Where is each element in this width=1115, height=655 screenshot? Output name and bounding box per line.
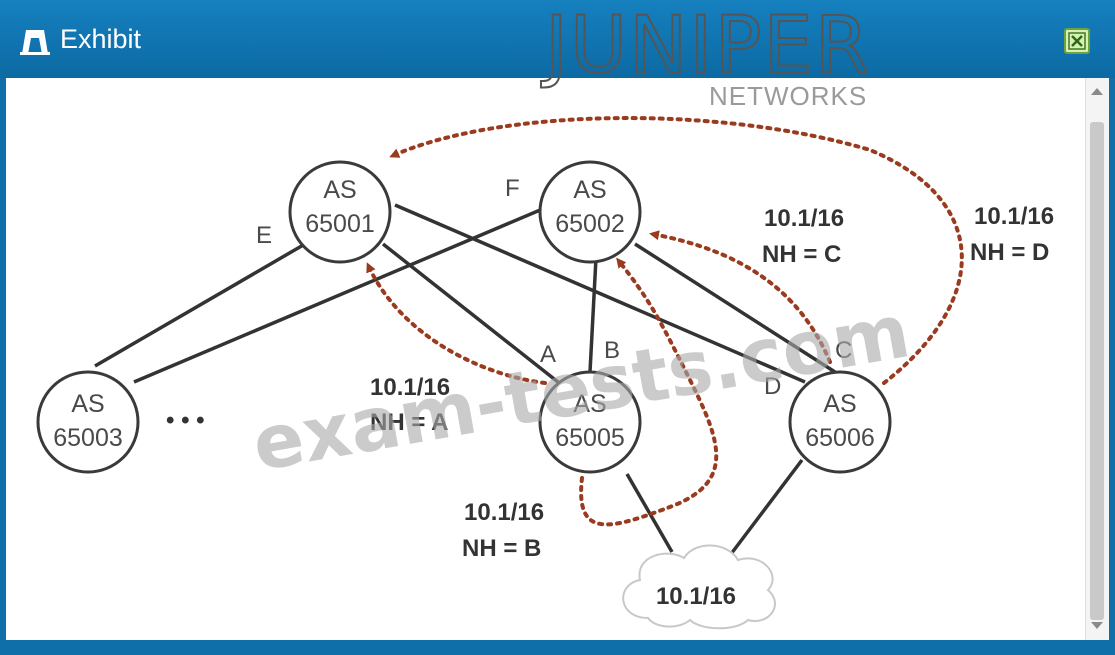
- logo-brand: JUNIPER: [540, 2, 871, 91]
- title-bar: Exhibit: [0, 0, 1115, 78]
- node-as65001: AS 65001: [288, 160, 392, 264]
- logo-sub: NETWORKS: [709, 81, 867, 111]
- iface-label-b: B: [604, 337, 620, 364]
- link-65001-65006: [394, 203, 806, 384]
- adv-b-prefix: 10.1/16: [464, 499, 544, 526]
- link-65001-65005: [381, 242, 560, 384]
- iface-label-a: A: [540, 341, 556, 368]
- iface-label-f: F: [505, 175, 520, 202]
- adv-c-nh: NH = C: [762, 241, 841, 268]
- ellipsis: • • •: [166, 407, 205, 434]
- juniper-logo: JUNIPER NETWORKS: [539, 2, 871, 111]
- scroll-thumb[interactable]: [1090, 122, 1104, 620]
- node-as65005-line2: 65005: [555, 424, 625, 452]
- link-65006-cloud: [726, 458, 804, 560]
- iface-label-c: C: [835, 337, 852, 364]
- cloud-prefix-label: 10.1/16: [656, 583, 736, 610]
- iface-label-e: E: [256, 222, 272, 249]
- node-as65005-line1: AS: [573, 390, 606, 418]
- advertisement-arrows: [366, 116, 964, 527]
- node-as65001-line2: 65001: [305, 210, 375, 238]
- links: [94, 203, 836, 560]
- arrow-nh-a: [366, 262, 547, 385]
- exhibit-icon: [20, 30, 50, 55]
- node-as65002: AS 65002: [538, 160, 642, 264]
- node-as65006-line1: AS: [823, 390, 856, 418]
- node-as65003: AS 65003: [36, 370, 140, 474]
- node-as65006: AS 65006: [788, 370, 892, 474]
- node-as65001-line1: AS: [323, 176, 356, 204]
- link-65002-65003: [133, 203, 553, 384]
- node-as65005: AS 65005: [538, 370, 642, 474]
- iface-label-d: D: [764, 373, 781, 400]
- node-as65003-line1: AS: [71, 390, 104, 418]
- node-as65006-line2: 65006: [805, 424, 875, 452]
- adv-a-prefix: 10.1/16: [370, 374, 450, 401]
- node-as65002-line2: 65002: [555, 210, 625, 238]
- adv-d-nh: NH = D: [970, 239, 1049, 266]
- node-as65002-line1: AS: [573, 176, 606, 204]
- scroll-up-icon[interactable]: [1091, 88, 1103, 95]
- adv-b-nh: NH = B: [462, 535, 541, 562]
- node-as65003-line2: 65003: [53, 424, 123, 452]
- arrow-nh-d: [389, 116, 964, 385]
- link-65002-65005: [588, 257, 598, 373]
- arrow-nh-b: [579, 257, 719, 527]
- link-65002-65006: [634, 242, 836, 374]
- link-65005-cloud: [625, 473, 674, 553]
- adv-d-prefix: 10.1/16: [974, 203, 1054, 230]
- vertical-scrollbar[interactable]: [1085, 78, 1109, 640]
- close-button[interactable]: [1064, 28, 1090, 54]
- scroll-down-icon[interactable]: [1091, 622, 1103, 629]
- adv-a-nh: NH = A: [370, 409, 448, 436]
- prefix-cloud: 10.1/16: [622, 544, 776, 630]
- window-title: Exhibit: [60, 24, 142, 54]
- close-icon: [1068, 32, 1086, 50]
- adv-c-prefix: 10.1/16: [764, 205, 844, 232]
- link-65001-65003: [94, 242, 306, 368]
- arrow-nh-c: [649, 230, 832, 364]
